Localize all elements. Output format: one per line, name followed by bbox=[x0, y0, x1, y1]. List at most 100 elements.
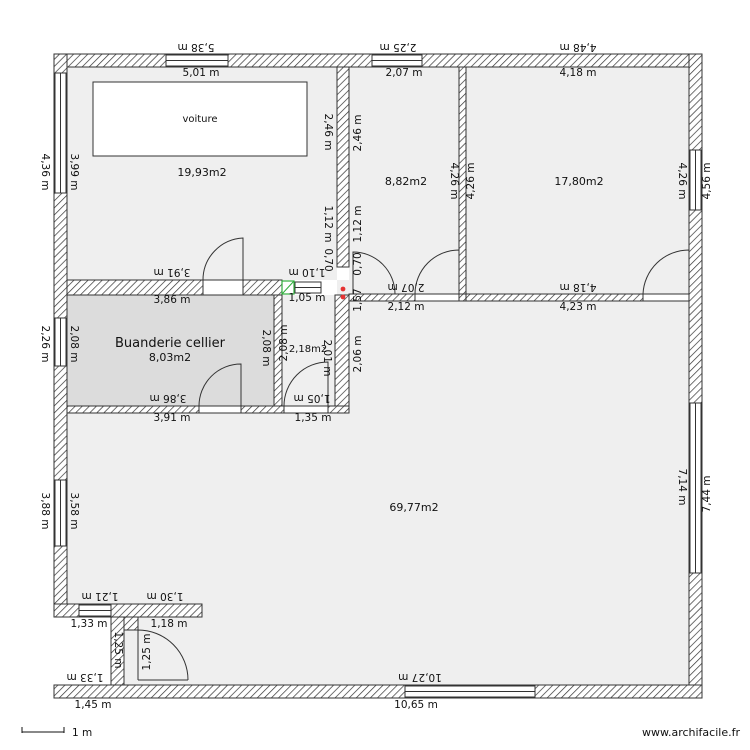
dim-bottom-ext-1: 1,33 m bbox=[67, 671, 104, 683]
dim-room2-wall-v: 2,46 m bbox=[352, 115, 364, 152]
dim-top-int-2: 2,07 m bbox=[386, 67, 423, 79]
dim-bottom-int-1: 1,45 m bbox=[75, 699, 112, 711]
dimensions-vertical-flipped: 2,46 m 1,12 m 0,70 4,26 m 4,56 m 2,08 m … bbox=[141, 115, 713, 671]
windows bbox=[54, 54, 702, 698]
wall-entry-top bbox=[53, 603, 203, 618]
dim-right-ext-1: 4,56 m bbox=[701, 163, 713, 200]
floor-laundry bbox=[67, 295, 274, 406]
dim-mid-v-2: 1,12 m bbox=[352, 206, 364, 243]
laundry-area: 8,03m2 bbox=[149, 351, 191, 364]
floor-bedroom-large bbox=[466, 67, 689, 294]
room-labels: 19,93m2 8,82m2 17,80m2 Buanderie cellier… bbox=[115, 166, 604, 514]
dim-room2-bottom-b: 2,12 m bbox=[388, 301, 425, 313]
wc-area: 2,18m2 bbox=[289, 344, 327, 355]
floor-living bbox=[67, 301, 689, 685]
dim-left-ext-2: 2,26 m bbox=[39, 326, 51, 363]
dim-entry-v-a: 1,25 m bbox=[112, 632, 124, 669]
door-room2-swing bbox=[414, 249, 460, 295]
door-room3-swing bbox=[642, 249, 690, 295]
garage-area: 19,93m2 bbox=[177, 166, 226, 179]
marker-green bbox=[281, 280, 295, 295]
dim-entry-bottom-b: 1,18 m bbox=[151, 618, 188, 630]
dim-corr-v: 1,57 bbox=[352, 288, 364, 311]
dim-laundry-bottom-a: 3,86 m bbox=[150, 392, 187, 404]
dim-laundry-right-b: 2,08 m bbox=[278, 325, 290, 362]
door-room2-opening bbox=[414, 293, 460, 302]
dim-top-ext-3: 4,48 m bbox=[560, 41, 597, 53]
door-wc-swing bbox=[283, 361, 329, 407]
dim-entry-bottom-a: 1,33 m bbox=[71, 618, 108, 630]
brand-watermark[interactable]: www.archifacile.fr bbox=[642, 726, 740, 739]
dim-left-int-3: 3,58 m bbox=[68, 493, 80, 530]
dim-room3-bottom-b: 4,23 m bbox=[560, 301, 597, 313]
dim-mid-v-4: 0,70 bbox=[352, 252, 364, 275]
scale-bar: 1 m bbox=[21, 727, 92, 739]
dim-left-ext-1: 4,36 m bbox=[39, 154, 51, 191]
doors bbox=[137, 237, 690, 681]
door-room3-opening bbox=[642, 293, 690, 302]
dimensions-vertical: 4,36 m 3,99 m 2,26 m 2,08 m 3,88 m 3,58 … bbox=[39, 114, 688, 669]
dim-room2-right-v2: 4,26 m bbox=[465, 163, 477, 200]
car-label: voiture bbox=[182, 114, 217, 125]
dim-top-int-1: 5,01 m bbox=[183, 67, 220, 79]
dim-laundry-bottom-b: 3,91 m bbox=[154, 412, 191, 424]
dim-room2-right-v: 4,26 m bbox=[448, 163, 460, 200]
dim-entry-top-a: 1,21 m bbox=[82, 590, 119, 602]
dim-room2-bottom-a: 2,07 m bbox=[388, 281, 425, 293]
door-wc-opening bbox=[283, 405, 329, 414]
bedroom-large-area: 17,80m2 bbox=[554, 175, 603, 188]
dim-wc-right-b: 2,06 m bbox=[352, 336, 364, 373]
wall-wc-right bbox=[334, 294, 350, 414]
wall-entry-right bbox=[123, 616, 139, 631]
dim-left-ext-3: 3,88 m bbox=[39, 493, 51, 530]
dim-wc-bottom-b: 1,35 m bbox=[295, 412, 332, 424]
door-laundry-swing bbox=[198, 363, 242, 407]
dim-left-int-1: 3,99 m bbox=[68, 154, 80, 191]
dim-top-int-3: 4,18 m bbox=[560, 67, 597, 79]
living-area: 69,77m2 bbox=[389, 501, 438, 514]
dim-mid-v-1: 1,12 m bbox=[322, 206, 334, 243]
wall-garage-right bbox=[336, 66, 350, 268]
laundry-name: Buanderie cellier bbox=[115, 336, 226, 351]
dim-mid-v-3: 0,70 bbox=[322, 248, 334, 271]
dim-wc-right-a: 2,01 m bbox=[321, 340, 333, 377]
dimensions-horizontal: 5,01 m 2,07 m 4,18 m 3,86 m 1,05 m 2,12 … bbox=[71, 67, 597, 711]
dim-garage-wall-v: 2,46 m bbox=[322, 114, 334, 151]
wall-garage-bottom bbox=[66, 279, 283, 296]
door-room2-left-swing bbox=[352, 251, 396, 295]
dimensions-horizontal-flipped: 5,38 m 2,25 m 4,48 m 3,91 m 1,10 m 2,07 … bbox=[67, 41, 597, 683]
wall-bottom bbox=[53, 684, 703, 699]
dim-bottom-int-2: 10,65 m bbox=[394, 699, 438, 711]
dim-garage-bottom-b: 3,86 m bbox=[154, 294, 191, 306]
dim-right-ext-2: 7,44 m bbox=[701, 476, 713, 513]
car-outline bbox=[92, 81, 308, 157]
dim-left-int-2: 2,08 m bbox=[68, 326, 80, 363]
wall-entry-left bbox=[110, 616, 125, 686]
dim-entry-top-b: 1,30 m bbox=[147, 590, 184, 602]
dim-garage-bottom-a: 3,91 m bbox=[154, 266, 191, 278]
door-garage-opening bbox=[202, 279, 244, 296]
dim-entry-v-b: 1,25 m bbox=[141, 634, 153, 671]
marker-red-1 bbox=[340, 286, 346, 292]
door-laundry-opening bbox=[198, 405, 242, 414]
scale-label: 1 m bbox=[72, 727, 92, 739]
dim-laundry-right-a: 2,08 m bbox=[260, 330, 272, 367]
dim-room3-bottom-a: 4,18 m bbox=[560, 281, 597, 293]
door-entry-swing bbox=[137, 629, 189, 681]
floor-entry bbox=[124, 617, 138, 685]
bedroom-small-area: 8,82m2 bbox=[385, 175, 427, 188]
marker-red-2 bbox=[340, 294, 346, 300]
dim-top-ext-1: 5,38 m bbox=[178, 41, 215, 53]
dim-right-int-2: 7,14 m bbox=[676, 469, 688, 506]
dim-wc-bottom-a: 1,05 m bbox=[294, 392, 331, 404]
floor-wc bbox=[282, 295, 335, 406]
dim-wc-top-a: 1,10 m bbox=[289, 266, 326, 278]
floor-bedroom-small bbox=[349, 67, 459, 294]
room-floors bbox=[67, 67, 689, 685]
door-garage-swing bbox=[202, 237, 244, 281]
dim-wc-top-b: 1,05 m bbox=[289, 292, 326, 304]
dim-bottom-ext-2: 10,27 m bbox=[398, 671, 442, 683]
dim-right-int-1: 4,26 m bbox=[676, 163, 688, 200]
dim-top-ext-2: 2,25 m bbox=[380, 41, 417, 53]
